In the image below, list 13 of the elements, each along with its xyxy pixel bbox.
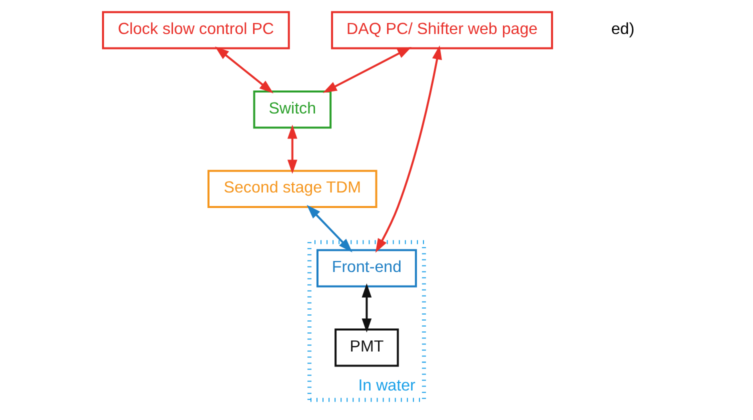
node-box: Clock slow control PC — [102, 11, 290, 50]
arrow — [306, 204, 352, 252]
node-box: Second stage TDM — [208, 170, 378, 208]
label: ed) — [611, 20, 634, 38]
node-box: Front-end — [316, 249, 417, 288]
arrow — [322, 46, 412, 93]
node-box: PMT — [334, 328, 399, 367]
node-box: Switch — [253, 90, 332, 129]
arrow — [214, 46, 274, 94]
arrow — [287, 124, 298, 174]
arrow — [375, 45, 442, 253]
arrow — [362, 283, 372, 333]
node-box: DAQ PC/ Shifter web page — [331, 11, 554, 50]
